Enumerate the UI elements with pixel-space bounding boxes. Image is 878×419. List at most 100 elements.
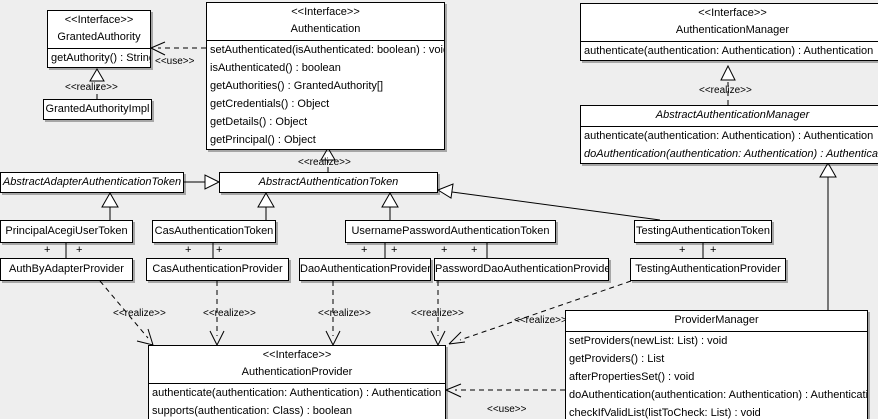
operation-row: authenticate(authentication: Authenticat…: [152, 387, 442, 399]
operation-row: authenticate(authentication: Authenticat…: [584, 45, 874, 57]
class-name-label: UsernamePasswordAuthenticationToken: [351, 225, 550, 237]
class-name-label: AbstractAuthenticationToken: [258, 176, 399, 188]
class-header-authentication-provider: <<Interface>> AuthenticationProvider: [149, 346, 445, 383]
edge-use-authentication-grantedauthority: [150, 41, 206, 56]
compartment-separator: [207, 40, 444, 41]
association-multiplicity-plus: +: [710, 244, 717, 256]
association-multiplicity-plus: +: [441, 244, 448, 256]
compartment-separator: [566, 331, 867, 332]
edge-generalization-usernamepasswordtoken-abstractauthenticationtoken: [381, 191, 399, 220]
operation-row: getAuthorities() : GrantedAuthority[]: [210, 80, 384, 92]
class-name-label: ProviderManager: [674, 314, 759, 326]
stereotype-label: <<Interface>>: [698, 7, 767, 19]
class-name-label: PrincipalAcegiUserToken: [5, 225, 128, 237]
class-name-label: AuthenticationProvider: [241, 366, 353, 378]
class-box-abstract-adapter-authentication-token[interactable]: AbstractAdapterAuthenticationToken: [0, 172, 184, 193]
class-name-label: CasAuthenticationToken: [154, 225, 274, 237]
relationship-label-realize: <<realize>>: [203, 308, 256, 319]
class-box-testing-authentication-provider[interactable]: TestingAuthenticationProvider: [630, 258, 786, 281]
class-box-cas-authentication-provider[interactable]: CasAuthenticationProvider: [146, 258, 289, 281]
class-name-label: AuthByAdapterProvider: [9, 263, 124, 275]
association-multiplicity-plus: +: [471, 244, 478, 256]
operation-row: checkIfValidList(listToCheck: List) : vo…: [569, 407, 761, 419]
stereotype-label: <<Interface>>: [64, 14, 134, 26]
relationship-label-realize: <<realize>>: [298, 157, 351, 168]
edge-generalization-abstractadaptertoken-abstractauthenticationtoken: [184, 174, 221, 190]
class-box-granted-authority-impl[interactable]: GrantedAuthorityImpl: [43, 99, 152, 120]
class-name-label: TestingAuthenticationProvider: [635, 263, 781, 275]
association-multiplicity-plus: +: [185, 244, 192, 256]
class-name-label: GrantedAuthorityImpl: [45, 103, 150, 115]
compartment-separator: [581, 41, 878, 42]
class-header-authentication-manager: <<Interface>> AuthenticationManager: [581, 4, 878, 41]
relationship-label-use: <<use>>: [155, 56, 195, 67]
operation-row: authenticate(authentication: Authenticat…: [584, 130, 874, 142]
class-name-label: AbstractAdapterAuthenticationToken: [2, 176, 182, 188]
operation-row: supports(authentication: Class) : boolea…: [152, 405, 352, 417]
class-name-label: PasswordDaoAuthenticationProvider: [435, 263, 609, 275]
class-box-abstract-authentication-token[interactable]: AbstractAuthenticationToken: [219, 172, 438, 193]
class-box-authentication[interactable]: <<Interface>> Authentication setAuthenti…: [206, 2, 445, 150]
operation-row: doAuthentication(authentication: Authent…: [569, 389, 868, 401]
class-name-label: CasAuthenticationProvider: [152, 263, 283, 275]
edge-generalization-testingauthenticationtoken-abstractauthenticationtoken: [436, 183, 661, 221]
class-box-authentication-provider[interactable]: <<Interface>> AuthenticationProvider aut…: [148, 345, 446, 419]
class-box-provider-manager[interactable]: ProviderManager setProviders(newList: Li…: [565, 310, 868, 419]
class-box-dao-authentication-provider[interactable]: DaoAuthenticationProvider: [299, 258, 431, 281]
operations-compartment-abstract-authentication-manager: authenticate(authentication: Authenticat…: [581, 127, 878, 163]
class-box-abstract-authentication-manager[interactable]: AbstractAuthenticationManager authentica…: [580, 105, 878, 164]
association-multiplicity-plus: +: [76, 244, 83, 256]
operations-compartment-authentication-manager: authenticate(authentication: Authenticat…: [581, 42, 878, 60]
relationship-label-realize: <<realize>>: [318, 308, 371, 319]
class-box-authentication-manager[interactable]: <<Interface>> AuthenticationManager auth…: [580, 3, 878, 61]
stereotype-label: <<Interface>>: [291, 6, 360, 18]
operation-row: getDetails() : Object: [210, 116, 308, 128]
edge-generalization-providermanager-abstractauthenticationmanager: [819, 161, 837, 310]
association-multiplicity-plus: +: [679, 244, 686, 256]
class-name-label: AuthenticationManager: [675, 24, 790, 36]
class-name-label: TestingAuthenticationToken: [636, 225, 770, 237]
class-box-auth-by-adapter-provider[interactable]: AuthByAdapterProvider: [0, 258, 133, 281]
class-box-testing-authentication-token[interactable]: TestingAuthenticationToken: [634, 220, 772, 243]
relationship-label-realize: <<realize>>: [65, 82, 118, 93]
class-box-cas-authentication-token[interactable]: CasAuthenticationToken: [152, 220, 276, 243]
operation-row: setProviders(newList: List) : void: [569, 335, 728, 347]
class-box-username-password-authentication-token[interactable]: UsernamePasswordAuthenticationToken: [345, 220, 556, 243]
operations-compartment-granted-authority: getAuthority() : String: [48, 49, 150, 67]
edge-generalization-casauthenticationtoken-abstractauthenticationtoken: [257, 191, 275, 220]
operation-row: setAuthenticated(isAuthenticated: boolea…: [210, 44, 445, 56]
operation-row: getAuthority() : String: [51, 52, 151, 64]
operation-row: getProviders() : List: [569, 353, 665, 365]
operations-compartment-authentication-provider: authenticate(authentication: Authenticat…: [149, 384, 445, 419]
compartment-separator: [581, 126, 878, 127]
class-header-provider-manager: ProviderManager: [566, 311, 867, 331]
relationship-label-use: <<use>>: [487, 404, 527, 415]
relationship-label-realize: <<realize>>: [411, 308, 464, 319]
operation-row: isAuthenticated() : boolean: [210, 62, 341, 74]
class-box-password-dao-authentication-provider[interactable]: PasswordDaoAuthenticationProvider: [434, 258, 609, 281]
class-box-granted-authority[interactable]: <<Interface>> GrantedAuthority getAuthor…: [47, 10, 151, 68]
association-multiplicity-plus: +: [391, 244, 398, 256]
operation-row-abstract: doAuthentication(authentication: Authent…: [584, 148, 878, 160]
association-multiplicity-plus: +: [361, 244, 368, 256]
relationship-label-realize: <<realize>>: [514, 315, 567, 326]
class-box-principal-acegi-user-token[interactable]: PrincipalAcegiUserToken: [0, 220, 133, 243]
operations-compartment-authentication: setAuthenticated(isAuthenticated: boolea…: [207, 41, 444, 149]
compartment-separator: [48, 48, 150, 49]
compartment-separator: [149, 383, 445, 384]
relationship-label-realize: <<realize>>: [113, 308, 166, 319]
class-name-label: DaoAuthenticationProvider: [300, 263, 431, 275]
stereotype-label: <<Interface>>: [262, 349, 332, 361]
class-name-label: Authentication: [290, 23, 361, 35]
operation-row: afterPropertiesSet() : void: [569, 371, 695, 383]
class-header-granted-authority: <<Interface>> GrantedAuthority: [48, 11, 150, 48]
association-multiplicity-plus: +: [216, 244, 223, 256]
class-header-abstract-authentication-manager: AbstractAuthenticationManager: [581, 106, 878, 126]
relationship-label-realize: <<realize>>: [699, 85, 752, 96]
operations-compartment-provider-manager: setProviders(newList: List) : void getPr…: [566, 332, 867, 419]
class-name-label: AbstractAuthenticationManager: [655, 109, 810, 121]
edge-generalization-principalacegiusertoken-abstractadaptertoken: [101, 191, 119, 220]
operation-row: getCredentials() : Object: [210, 98, 330, 110]
class-header-authentication: <<Interface>> Authentication: [207, 3, 444, 40]
